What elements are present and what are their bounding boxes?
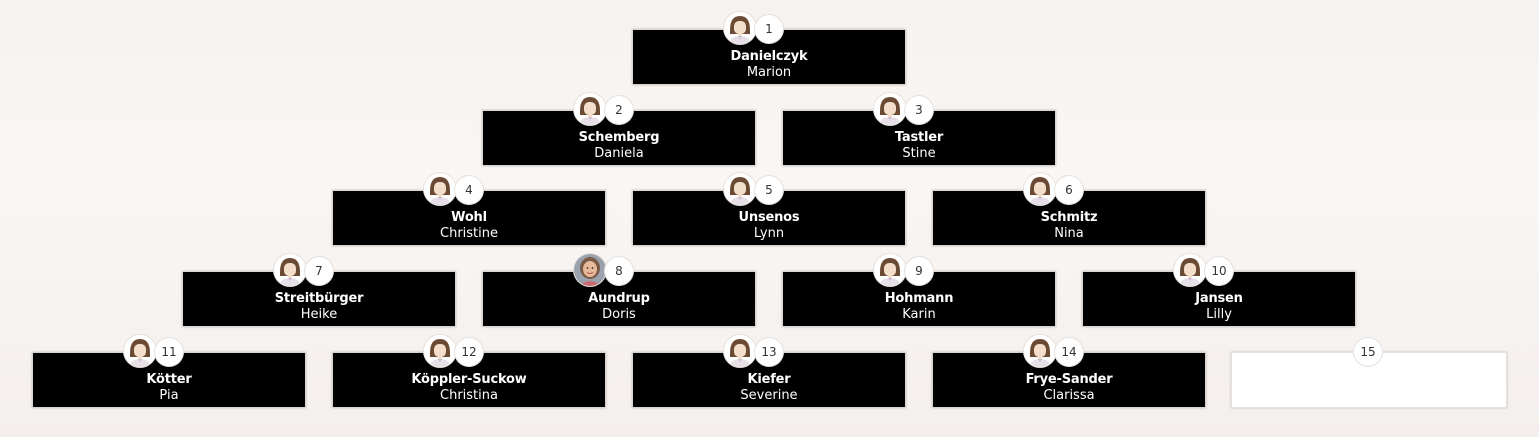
rank-badge: 10 <box>1205 257 1233 285</box>
player-last-name: Wohl <box>451 210 487 225</box>
player-last-name: Danielczyk <box>730 49 808 64</box>
player-first-name: Stine <box>902 146 936 161</box>
ladder-position-1[interactable]: 1 Danielczyk Marion <box>632 12 906 85</box>
female-placeholder-icon <box>424 173 456 205</box>
player-last-name: Hohmann <box>884 291 954 306</box>
ladder-position-14[interactable]: 14 Frye-Sander Clarissa <box>932 335 1206 408</box>
female-placeholder-icon <box>574 93 606 125</box>
ladder-position-9[interactable]: 9 Hohmann Karin <box>782 254 1056 327</box>
female-placeholder-icon <box>724 12 756 44</box>
rank-badge: 13 <box>755 338 783 366</box>
ladder-position-10[interactable]: 10 Jansen Lilly <box>1082 254 1356 327</box>
rank-badge: 2 <box>605 96 633 124</box>
player-first-name: Marion <box>746 65 792 80</box>
female-placeholder-icon <box>1024 173 1056 205</box>
female-placeholder-icon <box>274 254 306 286</box>
player-last-name: Kiefer <box>747 372 791 387</box>
female-placeholder-icon <box>424 335 456 367</box>
player-first-name: Christina <box>440 388 498 403</box>
rank-badge: 4 <box>455 176 483 204</box>
female-placeholder-icon <box>874 93 906 125</box>
player-first-name: Karin <box>902 307 936 322</box>
player-last-name: Unsenos <box>738 210 800 225</box>
rank-badge: 7 <box>305 257 333 285</box>
player-last-name: Frye-Sander <box>1025 372 1113 387</box>
player-last-name: Köppler-Suckow <box>411 372 527 387</box>
female-placeholder-icon <box>1174 254 1206 286</box>
ladder-position-8[interactable]: 8 Aundrup Doris <box>482 254 756 327</box>
rank-badge: 8 <box>605 257 633 285</box>
ladder-position-6[interactable]: 6 Schmitz Nina <box>932 173 1206 246</box>
female-placeholder-icon <box>874 254 906 286</box>
player-last-name: Jansen <box>1195 291 1243 306</box>
ladder-position-7[interactable]: 7 Streitbürger Heike <box>182 254 456 327</box>
player-last-name: Aundrup <box>588 291 650 306</box>
rank-badge: 15 <box>1354 338 1382 366</box>
player-first-name: Nina <box>1054 226 1084 241</box>
female-placeholder-icon <box>724 173 756 205</box>
ladder-position-11[interactable]: 11 Kötter Pia <box>32 335 306 408</box>
ladder-position-13[interactable]: 13 Kiefer Severine <box>632 335 906 408</box>
player-first-name: Christine <box>440 226 498 241</box>
player-last-name: Streitbürger <box>274 291 364 306</box>
player-first-name: Severine <box>740 388 798 403</box>
rank-badge: 14 <box>1055 338 1083 366</box>
rank-badge: 9 <box>905 257 933 285</box>
profile-photo <box>574 254 606 286</box>
player-first-name: Pia <box>159 388 179 403</box>
player-first-name: Lynn <box>753 226 785 241</box>
ladder-position-3[interactable]: 3 Tastler Stine <box>782 93 1056 166</box>
player-first-name: Heike <box>300 307 338 322</box>
female-placeholder-icon <box>124 335 156 367</box>
ladder-position-12[interactable]: 12 Köppler-Suckow Christina <box>332 335 606 408</box>
rank-badge: 12 <box>455 338 483 366</box>
ladder-position-2[interactable]: 2 Schemberg Daniela <box>482 93 756 166</box>
player-first-name: Lilly <box>1206 307 1232 322</box>
player-last-name: Kötter <box>146 372 192 387</box>
rank-badge: 3 <box>905 96 933 124</box>
ladder-position-4[interactable]: 4 Wohl Christine <box>332 173 606 246</box>
female-placeholder-icon <box>724 335 756 367</box>
player-first-name: Doris <box>602 307 636 322</box>
rank-badge: 6 <box>1055 176 1083 204</box>
player-last-name: Schemberg <box>578 130 660 145</box>
ladder-position-5[interactable]: 5 Unsenos Lynn <box>632 173 906 246</box>
ladder-position-15-empty[interactable]: 15 <box>1231 338 1507 408</box>
female-placeholder-icon <box>1024 335 1056 367</box>
player-last-name: Schmitz <box>1040 210 1098 225</box>
rank-badge: 1 <box>755 15 783 43</box>
player-first-name: Clarissa <box>1043 388 1095 403</box>
rank-badge: 11 <box>155 338 183 366</box>
rank-badge: 5 <box>755 176 783 204</box>
player-first-name: Daniela <box>594 146 644 161</box>
player-last-name: Tastler <box>894 130 944 145</box>
